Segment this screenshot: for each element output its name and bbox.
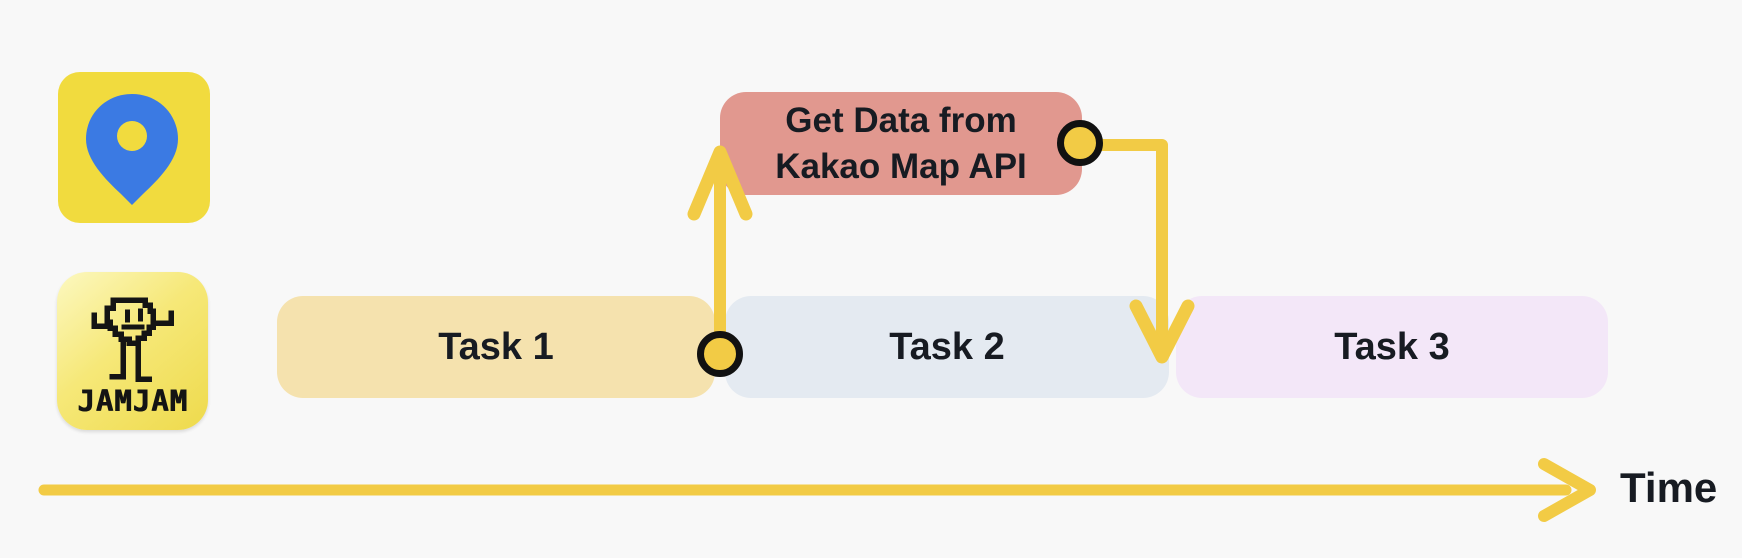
task-3-label: Task 3	[1334, 325, 1450, 368]
time-axis-label: Time	[1620, 464, 1718, 511]
task-1-label: Task 1	[438, 325, 554, 368]
map-pin-icon	[86, 94, 178, 205]
callout-line-1: Get Data from	[785, 100, 1017, 140]
task-bar-2: Task 2	[725, 296, 1169, 398]
callout-line-2: Kakao Map API	[775, 146, 1027, 186]
task-2-label: Task 2	[889, 325, 1005, 368]
task-bar-1: Task 1	[277, 296, 715, 398]
map-pin-app-icon	[58, 72, 210, 223]
jamjam-app-icon: JAMJAM	[57, 272, 208, 430]
task-bar-3: Task 3	[1176, 296, 1608, 398]
jamjam-wordmark: JAMJAM	[77, 384, 188, 418]
time-axis-arrow	[38, 458, 1596, 522]
callout-get-data-kakao-map-api: Get Data from Kakao Map API	[720, 92, 1082, 195]
pixel-character-icon	[91, 297, 174, 382]
